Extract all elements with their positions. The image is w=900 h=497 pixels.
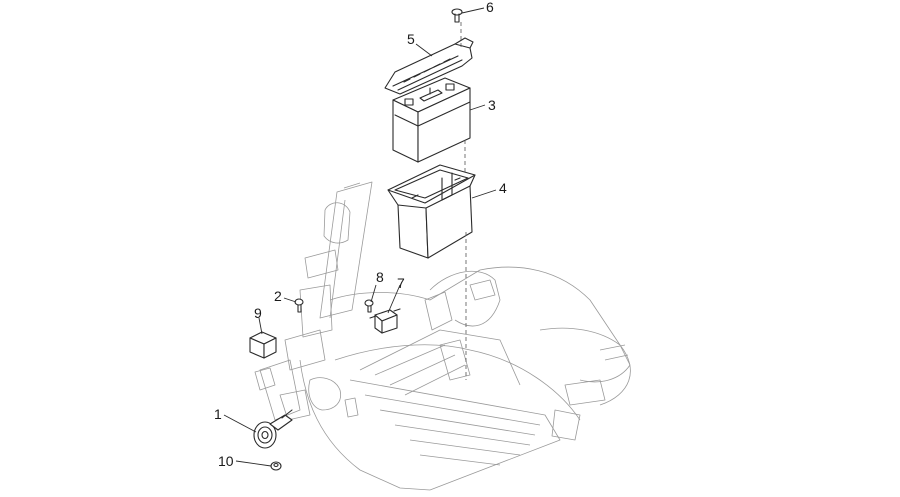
callout-1: 1 [214,406,222,422]
part-1-horn [253,409,293,449]
assembly-lines [460,22,467,380]
part-4-battery-box [387,164,476,259]
part-3-battery [392,77,471,163]
callout-2: 2 [274,288,282,304]
part-7-relay [369,308,401,334]
part-8-screw [364,299,374,313]
leader-lines [223,7,497,467]
part-6-screw [451,8,463,23]
callout-6: 6 [486,0,494,15]
part-5-battery-strap [384,37,474,95]
callout-5: 5 [407,31,415,47]
scooter-frame [254,181,631,491]
callout-4: 4 [499,180,507,196]
part-2-screw [294,298,304,313]
callout-3: 3 [488,97,496,113]
callout-8: 8 [376,269,384,285]
callout-9: 9 [254,305,262,321]
callout-10: 10 [218,453,234,469]
part-10-nut [270,461,282,471]
callout-7: 7 [397,275,405,291]
part-9-relay-block [249,331,277,359]
callout-labels: 6 5 3 4 8 7 2 9 1 10 [214,0,507,469]
